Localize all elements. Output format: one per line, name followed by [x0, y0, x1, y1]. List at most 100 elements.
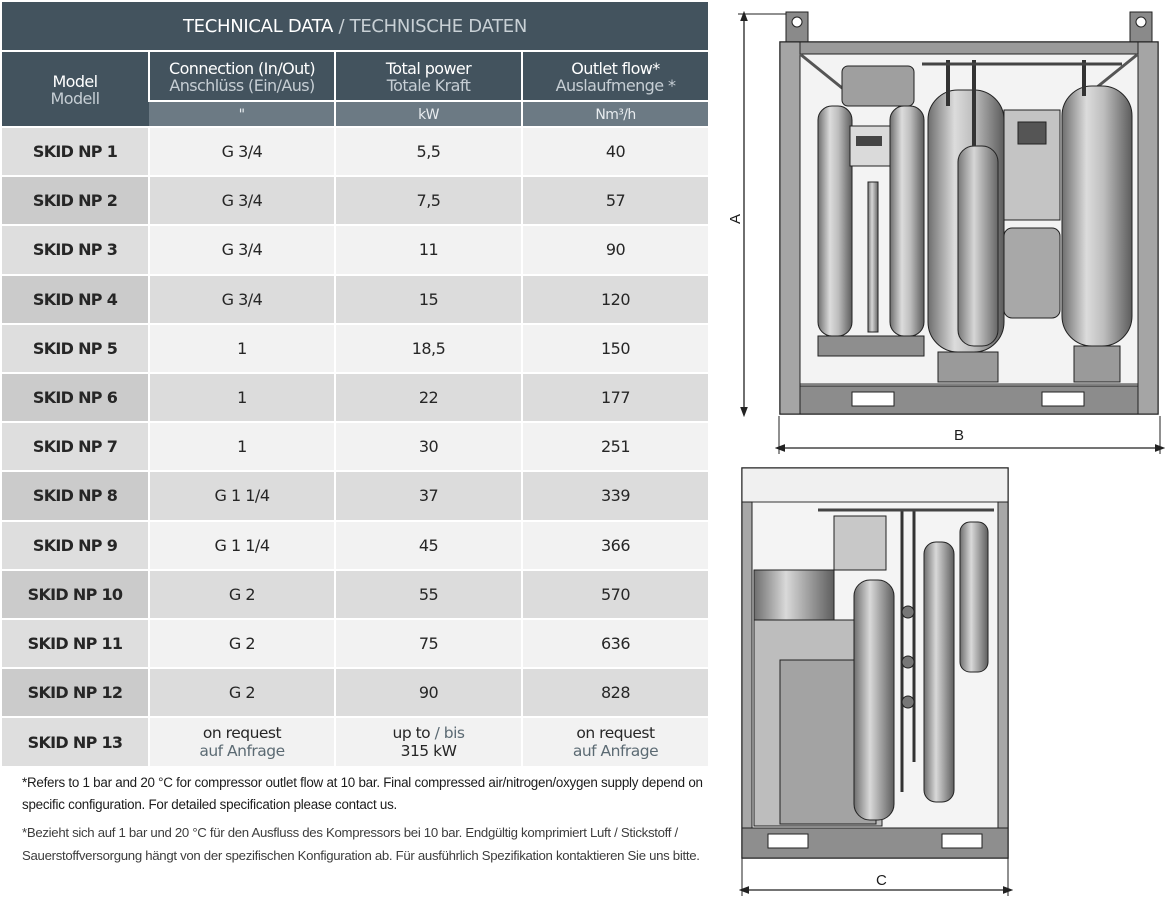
lifting-eye-hole-right: [1135, 16, 1147, 28]
cell-power: 18,5: [334, 322, 522, 373]
footnote-de: *Bezieht sich auf 1 bar und 20 °C für de…: [22, 825, 700, 863]
side-vertical-tank: [853, 579, 895, 821]
cell-power: 11: [334, 224, 522, 275]
cell-power-en: up to: [392, 724, 431, 743]
cell-model: SKID NP 4: [2, 273, 149, 324]
cell-connection: G 2: [148, 667, 335, 718]
column-tank-center: [957, 145, 999, 347]
cell-power: 45: [334, 519, 522, 570]
footnote-en: *Refers to 1 bar and 20 °C for compresso…: [22, 775, 703, 812]
cell-power-sep: /: [434, 724, 440, 743]
filter-tube: [867, 181, 879, 333]
cell-connection-de: auf Anfrage: [199, 742, 285, 761]
frame-base: [779, 385, 1159, 415]
cell-connection: G 1 1/4: [148, 519, 335, 570]
header-power-en: Total power: [385, 59, 472, 78]
cell-connection: G 1 1/4: [148, 470, 335, 521]
table-row-last: SKID NP 13 on request auf Anfrage up to …: [2, 716, 708, 767]
header-connection-en: Connection (In/Out): [169, 59, 316, 78]
forklift-pocket-left: [851, 391, 895, 407]
cell-model: SKID NP 10: [2, 568, 149, 619]
control-display: [856, 136, 882, 146]
cell-flow: 120: [521, 273, 708, 324]
side-forklift-pocket-right: [941, 833, 983, 849]
cell-power: up to / bis 315 kW: [334, 716, 522, 767]
cell-flow-de: auf Anfrage: [572, 742, 659, 761]
dryer-tower-right: [889, 105, 925, 337]
cell-power: 30: [334, 421, 522, 472]
cell-connection: 1: [148, 421, 335, 472]
header-flow: Outlet flow* Auslaufmenge *: [521, 50, 708, 101]
cell-power: 5,5: [334, 125, 522, 177]
cell-model: SKID NP 12: [2, 667, 149, 718]
cell-model: SKID NP 8: [2, 470, 149, 521]
cell-flow: on request auf Anfrage: [521, 716, 708, 767]
header-flow-en: Outlet flow*: [571, 59, 660, 78]
cell-flow: 570: [521, 568, 708, 619]
side-gauge-3: [901, 695, 915, 709]
cell-model: SKID NP 2: [2, 175, 149, 226]
footnotes: *Refers to 1 bar and 20 °C for compresso…: [22, 772, 712, 867]
control-panel-screen: [1017, 121, 1047, 145]
cell-power: 15: [334, 273, 522, 324]
cell-model: SKID NP 9: [2, 519, 149, 570]
unit-connection: ": [149, 100, 335, 127]
header-model-en: Model: [52, 72, 98, 91]
side-gauge-1: [901, 605, 915, 619]
tank-base-right: [1073, 345, 1121, 383]
manifold-top: [841, 65, 915, 107]
header-model: Model Modell: [2, 50, 149, 127]
unit-flow: Nm³/h: [521, 100, 708, 127]
cell-flow: 150: [521, 322, 708, 373]
cell-flow: 339: [521, 470, 708, 521]
dimension-label-c: C: [876, 872, 887, 889]
cell-flow: 828: [521, 667, 708, 718]
header-flow-de: Auslaufmenge *: [555, 76, 676, 95]
cell-flow: 40: [521, 125, 708, 177]
cell-connection-en: on request: [202, 724, 282, 743]
table-title: TECHNICAL DATA / TECHNISCHE DATEN: [2, 2, 708, 50]
frame-top-beam: [779, 41, 1159, 55]
cell-model: SKID NP 6: [2, 371, 149, 423]
cell-connection: G 3/4: [148, 224, 335, 275]
cell-model: SKID NP 5: [2, 322, 149, 373]
cell-connection: G 2: [148, 568, 335, 619]
cell-connection: G 2: [148, 617, 335, 669]
cell-power: 7,5: [334, 175, 522, 226]
dimension-label-a: A: [727, 214, 744, 224]
cell-connection: G 3/4: [148, 175, 335, 226]
table-title-separator: /: [338, 15, 345, 37]
header-power-de: Totale Kraft: [386, 76, 471, 95]
cell-flow: 57: [521, 175, 708, 226]
front-view-drawing: A B: [727, 10, 1166, 454]
technical-data-table-block: TECHNICAL DATA / TECHNISCHE DATEN Model …: [2, 2, 708, 767]
frame-post-left: [779, 41, 801, 415]
side-frame-top: [741, 467, 1009, 503]
side-control-box: [833, 515, 887, 571]
lifting-eye-hole-left: [791, 16, 803, 28]
side-frame-post-right: [997, 501, 1009, 829]
technical-data-table: Model Modell Connection (In/Out) Anschlü…: [2, 50, 708, 767]
header-connection: Connection (In/Out) Anschlüss (Ein/Aus): [148, 50, 335, 101]
header-connection-de: Anschlüss (Ein/Aus): [169, 76, 315, 95]
side-frame-post-left: [741, 501, 753, 829]
cell-model: SKID NP 11: [2, 617, 149, 669]
compressor-unit: [1003, 227, 1061, 319]
tank-base-left: [817, 335, 925, 357]
side-filter-column: [923, 541, 955, 803]
side-gauge-2: [901, 655, 915, 669]
side-view-drawing: C: [738, 467, 1014, 896]
cell-model: SKID NP 7: [2, 421, 149, 472]
cell-connection: G 3/4: [148, 125, 335, 177]
